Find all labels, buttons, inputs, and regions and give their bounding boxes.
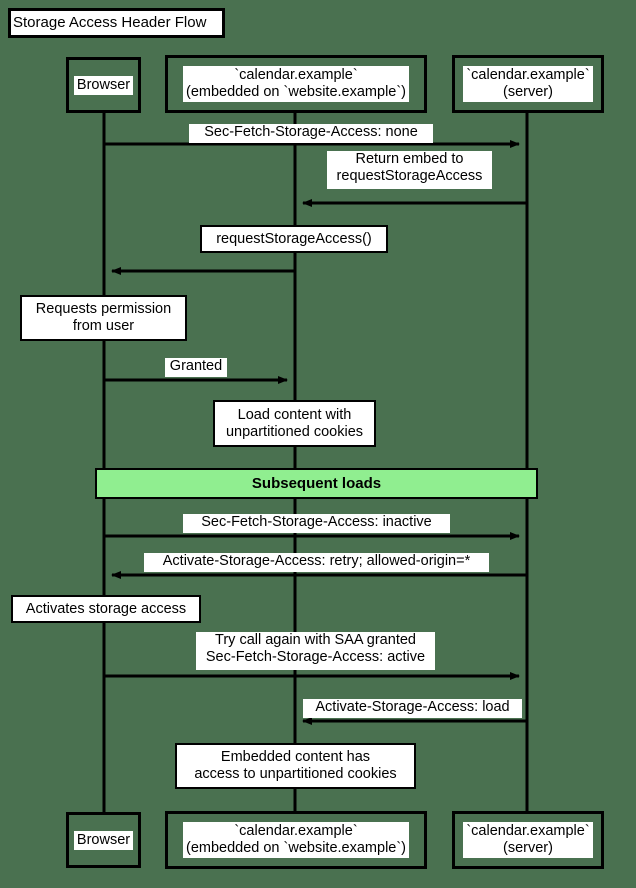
participant-label-embed-bottom-line2: (embedded on `website.example`): [185, 840, 407, 856]
participant-label-server-bottom: `calendar.example`(server): [463, 822, 593, 858]
participant-label-server-line2: (server): [503, 84, 553, 100]
participant-box-server-bottom[interactable]: `calendar.example`(server): [452, 811, 604, 869]
participant-label-server-bottom-line1: `calendar.example`: [466, 823, 590, 839]
note-label-request-storage-access: requestStorageAccess(): [213, 230, 375, 248]
participant-box-embed-top[interactable]: `calendar.example`(embedded on `website.…: [165, 55, 427, 113]
message-label-activate-load: Activate-Storage-Access: load: [303, 699, 522, 718]
message-label-return-embed: Return embed to requestStorageAccess: [327, 151, 492, 189]
participant-box-browser-bottom[interactable]: Browser: [66, 812, 141, 868]
participant-label-embed-bottom: `calendar.example`(embedded on `website.…: [182, 822, 410, 858]
divider-subsequent-loads: Subsequent loads: [95, 468, 538, 499]
message-label-granted: Granted: [165, 358, 227, 377]
message-label-activate-retry: Activate-Storage-Access: retry; allowed-…: [144, 553, 489, 572]
note-label-activates-storage-access: Activates storage access: [22, 600, 190, 618]
message-label-sec-fetch-inactive: Sec-Fetch-Storage-Access: inactive: [183, 514, 450, 533]
participant-label-embed: `calendar.example`(embedded on `website.…: [182, 66, 410, 102]
participant-label-browser-bottom: Browser: [73, 830, 134, 850]
participant-label-browser: Browser: [73, 75, 134, 95]
participant-label-server-line1: `calendar.example`: [466, 67, 590, 83]
message-label-sec-fetch-none: Sec-Fetch-Storage-Access: none: [189, 124, 433, 143]
message-label-return-embed-line2: requestStorageAccess: [336, 168, 483, 184]
note-requests-permission: Requests permission from user: [20, 295, 187, 341]
note-activates-storage-access: Activates storage access: [11, 595, 201, 623]
message-label-try-call-again: Try call again with SAA granted Sec-Fetc…: [196, 632, 435, 670]
page-title: Storage Access Header Flow: [11, 11, 222, 35]
note-load-content: Load content with unpartitioned cookies: [213, 400, 376, 447]
participant-label-embed-line2: (embedded on `website.example`): [185, 84, 407, 100]
participant-label-embed-bottom-line1: `calendar.example`: [234, 823, 358, 839]
note-embedded-access: Embedded content has access to unpartiti…: [175, 743, 416, 789]
participant-box-server-top[interactable]: `calendar.example`(server): [452, 55, 604, 113]
message-label-try-call-again-line2: Sec-Fetch-Storage-Access: active: [205, 649, 426, 665]
message-label-return-embed-line1: Return embed to: [355, 151, 464, 167]
message-label-try-call-again-line1: Try call again with SAA granted: [215, 632, 416, 648]
participant-label-server-bottom-line2: (server): [503, 840, 553, 856]
note-label-embedded-access: Embedded content has access to unpartiti…: [191, 749, 400, 783]
participant-box-browser-top[interactable]: Browser: [66, 57, 141, 113]
participant-label-server: `calendar.example`(server): [463, 66, 593, 102]
participant-label-embed-line1: `calendar.example`: [234, 67, 358, 83]
diagram-title-box: Storage Access Header Flow: [8, 8, 225, 38]
note-request-storage-access: requestStorageAccess(): [200, 225, 388, 253]
note-label-requests-permission: Requests permission from user: [32, 301, 175, 335]
divider-label-subsequent-loads: Subsequent loads: [251, 475, 382, 492]
participant-box-embed-bottom[interactable]: `calendar.example`(embedded on `website.…: [165, 811, 427, 869]
note-label-load-content: Load content with unpartitioned cookies: [222, 406, 367, 441]
